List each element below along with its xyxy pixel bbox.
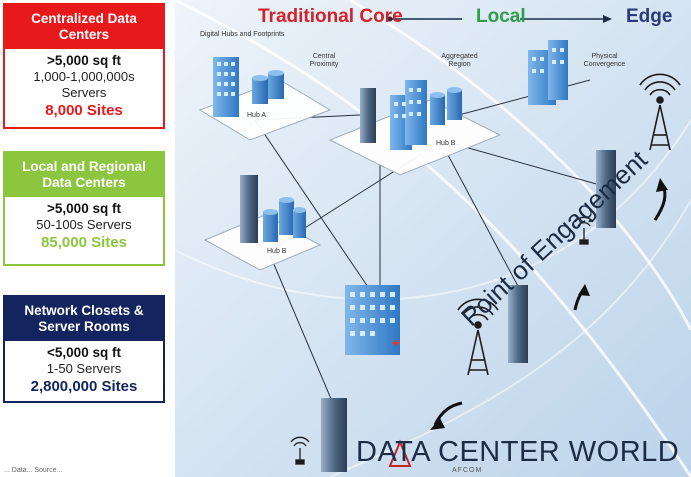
cell-tower-icon [457,298,499,376]
zone-arc [174,0,691,477]
server-rack-icon [360,88,376,143]
panel-sites: 85,000 Sites [41,234,127,251]
label-hub-a: Hub A [247,112,267,119]
storage-cylinder-icon [263,197,306,242]
hospital-building-icon [345,285,400,355]
cell-tower-icon [639,73,681,151]
server-rack-icon [596,150,616,228]
label-aggregated-region: Aggregated Region [441,53,478,68]
storage-cylinder-icon [252,70,284,104]
small-antenna-icon [290,436,310,465]
brand-subtitle: AFCOM [452,467,483,474]
panel-header: Network Closets & Server Rooms [5,297,163,341]
hub-b-building-icon [390,80,427,150]
panel-local-regional: Local and Regional Data Centers >5,000 s… [3,151,165,266]
header-arrowhead [603,15,612,23]
server-rack-icon [321,398,347,472]
label-digital-hubs: Digital Hubs and Footprints [200,31,285,38]
panel-servers: 1-50 Servers [46,361,122,376]
panel-body: >5,000 sq ft 50-100s Servers 85,000 Site… [5,197,163,256]
engagement-arrowhead [430,418,445,430]
panel-size: <5,000 sq ft [47,345,121,360]
panel-header: Local and Regional Data Centers [5,153,163,197]
panel-network-closets: Network Closets & Server Rooms <5,000 sq… [3,295,165,403]
panel-header: Centralized Data Centers [5,5,163,49]
header-edge: Edge [626,6,673,27]
panel-servers: 50-100s Servers [36,217,132,232]
panel-body: <5,000 sq ft 1-50 Servers 2,800,000 Site… [5,341,163,400]
header-connector-dot [387,16,393,22]
small-antenna-icon [574,216,594,245]
label-hub-b: Hub B [436,140,456,147]
panel-sites: 8,000 Sites [45,102,123,119]
engagement-arrowhead [656,178,668,192]
storage-cylinder-icon [430,87,462,125]
zone-arc [349,0,691,331]
header-local: Local [476,6,526,27]
label-physical-convergence: Physical Convergence [583,53,626,68]
source-footnote: ... Data... Source... [4,467,63,474]
brand-logo-mark [388,439,412,467]
hub-a-building-icon [213,57,239,117]
engagement-arrow [433,401,463,426]
server-rack-icon [508,285,528,363]
label-central-proximity: Central Proximity [309,53,339,68]
engagement-arrowhead [578,284,590,296]
panel-size: >5,000 sq ft [47,201,121,216]
server-rack-icon [240,175,258,243]
zone-arc [329,199,691,477]
panel-size: >5,000 sq ft [47,53,121,68]
panel-sites: 2,800,000 Sites [30,378,138,395]
header-traditional-core: Traditional Core [258,6,403,27]
panel-centralized: Centralized Data Centers >5,000 sq ft 1,… [3,3,165,129]
panel-body: >5,000 sq ft 1,000-1,000,000s Servers 8,… [5,49,163,124]
panel-servers: 1,000-1,000,000s Servers [33,69,135,100]
convergence-building-icon [528,40,568,105]
label-hub-b-lower: Hub B [267,248,287,255]
zone-arc [174,119,691,301]
brand-wordmark: DATA CENTER WORLD [356,436,680,468]
